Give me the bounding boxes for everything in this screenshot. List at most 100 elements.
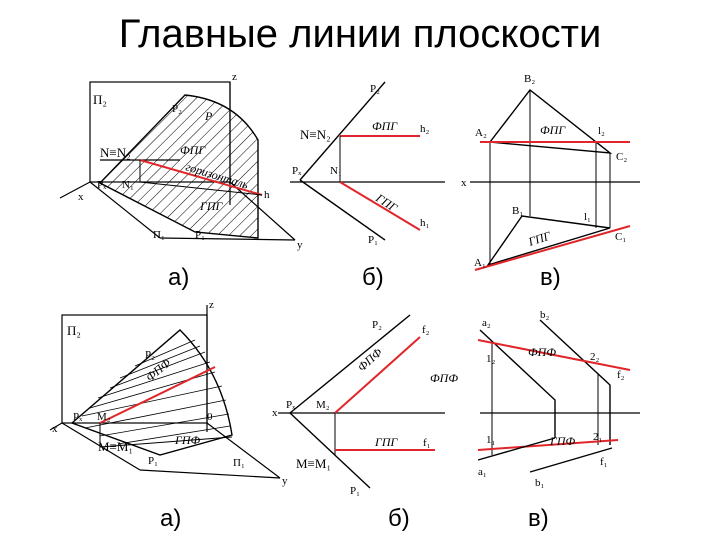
label-m2: M₂ <box>316 399 330 411</box>
h1-red <box>474 225 631 271</box>
x-axis <box>49 422 63 431</box>
label-l2: l₂ <box>598 125 605 137</box>
label-y: y <box>282 475 288 487</box>
label-px: Pₓ <box>286 399 296 411</box>
caption-bottom-a: а) <box>160 505 181 532</box>
label-fpf: ФПФ <box>355 345 385 374</box>
label-pi2: Π₂ <box>67 323 81 338</box>
label-f2: f₂ <box>617 369 625 381</box>
label-gpg: ГПГ <box>199 199 223 213</box>
label-mm1: M≡M₁ <box>98 439 133 454</box>
horizontal-red <box>139 159 263 196</box>
label-nn2: N≡N₂ <box>100 145 131 160</box>
label-gpf: ГПФ <box>174 433 200 447</box>
label-x: x <box>52 423 58 435</box>
label-z: z <box>209 299 214 311</box>
caption-top-b: б) <box>362 264 384 291</box>
trace-p2 <box>299 81 386 181</box>
label-x: x <box>272 407 278 419</box>
f2-red <box>334 336 421 414</box>
pi1-edge <box>89 181 161 239</box>
caption-top-a: а) <box>168 264 189 291</box>
label-p: P <box>204 109 213 123</box>
frontal-red <box>99 366 216 424</box>
label-h1: h₁ <box>420 217 430 229</box>
label-p2: P₂ <box>370 83 380 95</box>
label-a2: a₂ <box>482 317 491 329</box>
label-mm1: M≡M₁ <box>296 456 331 471</box>
label-x: x <box>78 191 84 203</box>
label-fpg: ФПГ <box>180 143 206 157</box>
label-a2: A₂ <box>475 127 487 139</box>
label-f1: f₁ <box>600 456 608 468</box>
plane-hatching <box>81 339 231 445</box>
label-o: 0 <box>207 411 213 423</box>
x-axis <box>59 181 91 199</box>
y-axis <box>206 422 281 479</box>
f2-red <box>477 339 631 371</box>
trace-p1 <box>299 179 386 241</box>
label-gpf: ГПФ <box>549 434 575 448</box>
top-b-diagram <box>290 81 445 241</box>
label-n1: N₁ <box>122 179 134 191</box>
label-h: h <box>264 189 270 201</box>
label-b1: b₁ <box>535 477 545 489</box>
label-fpf: ФПФ <box>528 345 556 359</box>
label-pi2: Π₂ <box>93 92 107 107</box>
label-b2: B₂ <box>524 73 535 85</box>
label-gpg: ГПГ <box>374 435 398 449</box>
label-x: x <box>461 177 467 189</box>
label-px: Pₓ <box>292 165 302 177</box>
label-l1: l₁ <box>584 211 591 223</box>
label-2-1: 2₁ <box>593 431 603 443</box>
plane-p <box>70 329 233 456</box>
label-pz: P₂ <box>172 103 182 115</box>
f1-red <box>477 439 619 451</box>
label-l1: 1₁ <box>486 434 496 446</box>
label-f2: f₂ <box>422 324 430 336</box>
label-fpg: ФПГ <box>540 123 566 137</box>
caption-bottom-b: б) <box>388 505 410 532</box>
bottom-b-diagram <box>278 314 445 489</box>
label-p1: P₁ <box>368 234 378 246</box>
label-pi1: Π₁ <box>153 229 165 241</box>
trace-p1 <box>289 412 371 489</box>
bottom-a-diagram <box>49 305 281 479</box>
triangle-v2 <box>488 89 613 154</box>
label-px: Pₓ <box>97 179 107 191</box>
bottom-c-diagram <box>477 319 640 473</box>
label-pi1: Π₁ <box>233 457 245 469</box>
label-nn2: N≡N₂ <box>300 127 331 142</box>
page-title: Главные линии плоскости <box>118 12 602 56</box>
label-f1: f₁ <box>423 437 431 449</box>
line-b2 <box>539 319 611 445</box>
label-gpg: ГПГ <box>373 190 401 215</box>
label-p2: P₂ <box>372 319 382 331</box>
label-b1: B₁ <box>512 205 523 217</box>
caption-bottom-c: в) <box>528 505 549 532</box>
label-h2: h₂ <box>420 123 430 135</box>
label-l2: 1₂ <box>486 353 496 365</box>
label-y: y <box>297 239 303 251</box>
label-p1: P₁ <box>350 485 360 497</box>
label-a1: A₁ <box>474 257 486 269</box>
trace-p2 <box>289 314 411 414</box>
label-c1: C₁ <box>615 231 626 243</box>
label-fpf2: ФПФ <box>430 371 458 385</box>
label-p1: P₁ <box>148 455 158 467</box>
label-2-2: 2₂ <box>590 351 600 363</box>
label-px: Pₓ <box>73 411 83 423</box>
caption-top-c: в) <box>540 264 561 291</box>
h1-red <box>339 181 421 231</box>
plane-p-hatched <box>98 94 259 239</box>
label-fpg: ФПГ <box>372 119 398 133</box>
label-m2: M₂ <box>97 411 111 423</box>
triangle-v1 <box>486 215 611 267</box>
label-p1: P₁ <box>195 229 205 241</box>
top-c-diagram <box>470 89 640 271</box>
label-b2: b₂ <box>540 309 550 321</box>
label-n1: N₁ <box>330 165 342 177</box>
label-pz: P₂ <box>145 349 155 361</box>
label-a1: a₁ <box>478 466 487 478</box>
